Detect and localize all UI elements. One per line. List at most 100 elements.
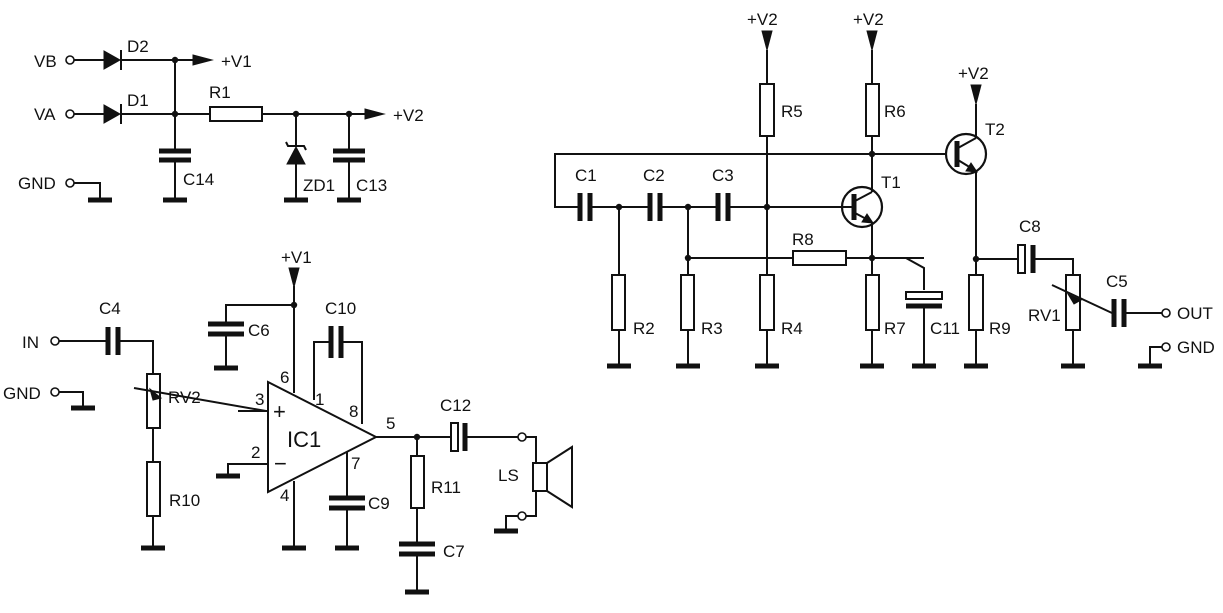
label-pin4: 4 (280, 486, 289, 505)
capacitor-c5 (1111, 299, 1162, 327)
resistor-r11 (410, 455, 425, 509)
in-terminal[interactable] (50, 336, 60, 346)
label-r8: R8 (792, 230, 814, 249)
label-pin7: 7 (351, 454, 360, 473)
label-pin6: 6 (280, 368, 289, 387)
resistor-r7 (865, 274, 880, 331)
capacitor-c9 (329, 452, 365, 551)
label-t1: T1 (881, 173, 901, 192)
label-pin1: 1 (315, 390, 324, 409)
rv2-wiper (133, 387, 267, 412)
label-v2-supply: +V2 (393, 106, 424, 125)
resistor-r9 (968, 274, 984, 331)
potentiometer-rv2[interactable] (146, 373, 161, 429)
feedback-wire (554, 153, 946, 208)
capacitor-c4 (59, 327, 154, 374)
label-gnd-supply: GND (18, 174, 56, 193)
label-c1: C1 (575, 166, 597, 185)
arrow-v1-ic (288, 267, 300, 289)
rv2-wiper-arrow (149, 387, 163, 401)
label-d1: D1 (127, 91, 149, 110)
label-v2-r5: +V2 (747, 10, 778, 29)
label-r11: R11 (431, 478, 461, 497)
resistor-r5 (759, 83, 775, 137)
label-d2: D2 (127, 37, 149, 56)
label-c5: C5 (1106, 272, 1128, 291)
label-pin2: 2 (251, 443, 260, 462)
resistor-r3 (680, 274, 695, 331)
ls-terminal-top[interactable] (517, 432, 527, 442)
amplifier-section: IN GND C4 RV2 R10 IC1 + − 3 2 (3, 248, 573, 595)
transistor-t2 (944, 104, 988, 275)
label-zd1: ZD1 (303, 176, 335, 195)
label-c4: C4 (99, 299, 121, 318)
label-c3: C3 (712, 166, 734, 185)
label-pin8: 8 (349, 402, 358, 421)
arrow-v2-t2 (970, 84, 982, 106)
label-r2: R2 (633, 319, 655, 338)
label-c8: C8 (1019, 217, 1041, 236)
label-ic1: IC1 (287, 427, 321, 452)
gnd-wire-amp (59, 391, 84, 406)
label-ls: LS (498, 466, 519, 485)
diode-d2 (74, 50, 175, 70)
label-pin5: 5 (386, 414, 395, 433)
gnd-terminal-amp[interactable] (50, 387, 60, 397)
label-r1: R1 (209, 83, 231, 102)
label-v2-r6: +V2 (853, 10, 884, 29)
label-ic1-plus: + (273, 399, 286, 424)
label-t2: T2 (985, 120, 1005, 139)
resistor-r4 (759, 274, 775, 331)
rv1-wiper (1051, 284, 1113, 314)
arrow-v2-r5 (761, 30, 773, 52)
label-gnd-out: GND (1177, 338, 1215, 357)
resistor-r2 (611, 274, 626, 331)
loudspeaker-ls (526, 436, 573, 517)
label-c11: C11 (930, 319, 960, 338)
label-gnd-amp: GND (3, 384, 41, 403)
label-rv2: RV2 (168, 388, 201, 407)
ls-terminal-bottom[interactable] (517, 511, 527, 521)
label-in: IN (22, 333, 39, 352)
power-supply-section: VB VA GND D2 +V1 D1 R1 (18, 37, 424, 203)
capacitor-c6 (208, 321, 244, 371)
capacitor-c1 (577, 193, 593, 221)
capacitor-c14 (159, 114, 191, 203)
junction-t1-base (763, 203, 771, 211)
label-rv1: RV1 (1028, 306, 1061, 325)
va-terminal[interactable] (65, 109, 75, 119)
ic1-opamp (267, 380, 379, 494)
gnd-terminal-out[interactable] (1161, 342, 1171, 352)
out-terminal[interactable] (1161, 308, 1171, 318)
arrow-v1-supply (192, 54, 214, 66)
capacitor-c12 (450, 422, 518, 452)
label-va: VA (34, 105, 56, 124)
oscillator-section: +V2 +V2 +V2 R5 R6 C1 C2 (554, 10, 1215, 369)
label-c12: C12 (440, 396, 471, 415)
transistor-t1 (840, 185, 884, 275)
label-out: OUT (1177, 304, 1213, 323)
rv1-wiper-arrow (1066, 292, 1083, 305)
gnd-wire-supply (74, 182, 101, 198)
gnd-terminal-supply[interactable] (65, 178, 75, 188)
resistor-r1 (209, 106, 263, 122)
label-v1-ic: +V1 (281, 248, 312, 267)
label-r3: R3 (701, 319, 723, 338)
capacitor-c3 (715, 193, 731, 221)
label-c6: C6 (248, 321, 270, 340)
diode-d1 (74, 104, 122, 124)
label-c2: C2 (643, 166, 665, 185)
label-pin3: 3 (255, 390, 264, 409)
label-r9: R9 (989, 319, 1011, 338)
label-r7: R7 (884, 319, 906, 338)
arrow-v2-r6 (866, 30, 878, 52)
resistor-r10 (146, 461, 161, 517)
label-c10: C10 (325, 299, 356, 318)
label-v2-t2: +V2 (958, 64, 989, 83)
label-c13: C13 (356, 176, 387, 195)
label-ic1-minus: − (274, 451, 287, 476)
label-c9: C9 (368, 494, 390, 513)
label-r5: R5 (781, 102, 803, 121)
vb-terminal[interactable] (65, 55, 75, 65)
